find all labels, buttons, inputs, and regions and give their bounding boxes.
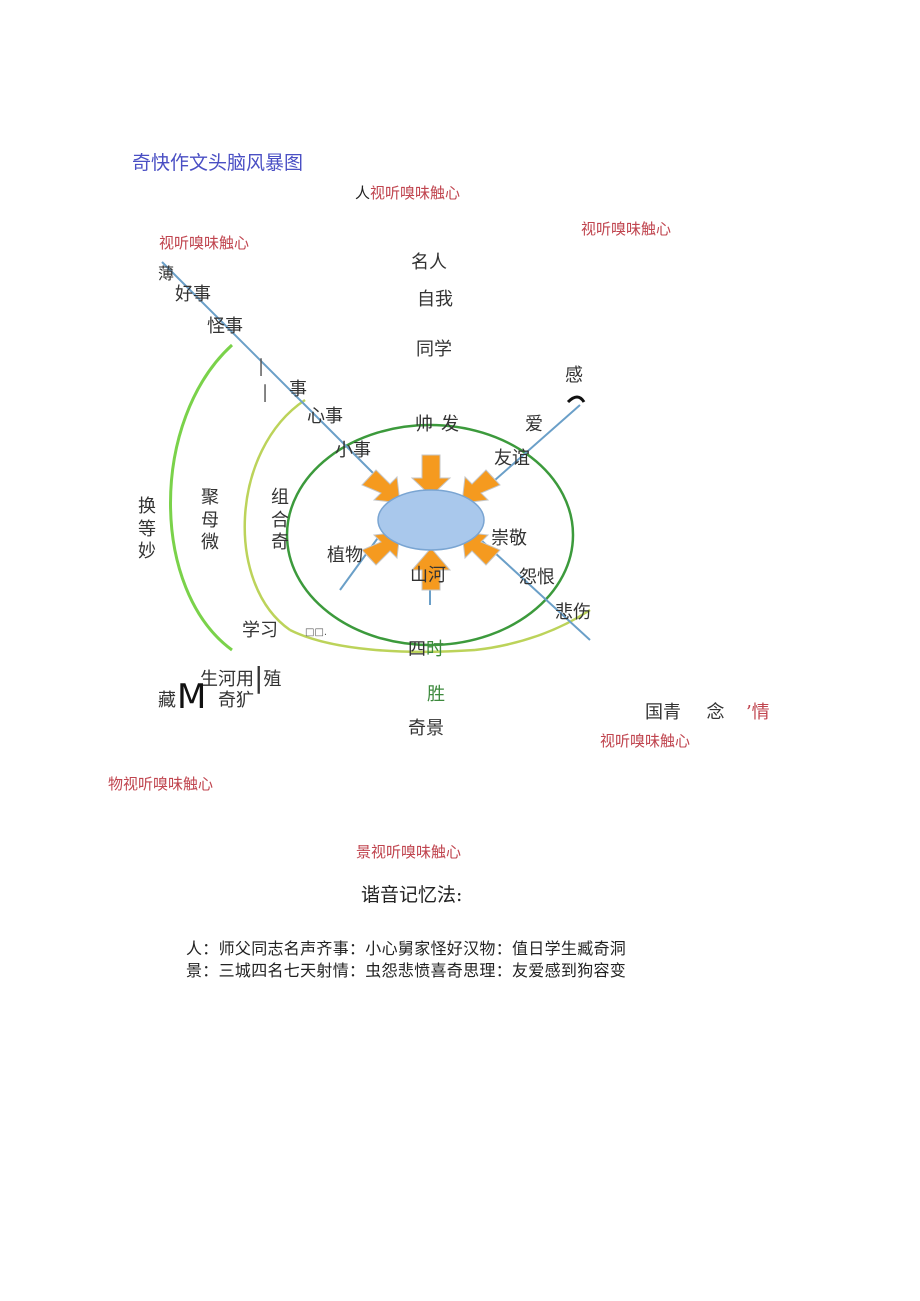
mnemonic-line-2: 景：三城四名七天射情：虫怨悲愤喜奇思理：友爱感到狗容变 [186, 961, 627, 980]
node-plant: 植物 [327, 545, 363, 566]
node-thing: 事 [289, 379, 307, 400]
bottom-left-line1-end: 殖 [263, 669, 282, 690]
mnemonic-heading: 谐音记忆法: [361, 884, 463, 906]
node-famous: 名人 [411, 252, 447, 273]
node-worry: 心事 [307, 406, 343, 427]
mnemonic-line-1: 人：师父同志名声齐事：小心舅家怪好汉物：值日学生臧奇洞 [186, 939, 627, 958]
right-footer-b: 念 [706, 702, 725, 723]
bottom-left-line1: 生河用|殖 [200, 661, 282, 694]
sense-bottom-left: 物视听嗅味触心 [108, 777, 213, 792]
inner-ring [285, 423, 575, 647]
column-gather: 聚母微 [201, 487, 219, 553]
svg-text:|: | [262, 382, 268, 403]
page-title: 奇快作文头脑风暴图 [132, 152, 304, 174]
outer-green-arc [169, 343, 234, 652]
arrow-top [410, 454, 452, 497]
node-classmate: 同学 [416, 339, 452, 360]
middle-yellow-arc-left [243, 398, 306, 632]
node-thin: 薄 [158, 264, 175, 283]
sense-top-left: 视听嗅味触心 [159, 234, 250, 252]
node-friendship: 友谊 [494, 448, 530, 469]
svg-text:|: | [258, 356, 264, 377]
sense-object-prefix: 物 [108, 775, 124, 793]
arrow-down [410, 547, 452, 591]
node-self: 自我 [417, 289, 453, 310]
arrow-upper-right [461, 469, 501, 504]
sense-scene-prefix: 景 [356, 843, 372, 861]
hub-ellipse [377, 489, 485, 551]
sense-person: 人视听嗅味触心 [355, 186, 460, 201]
middle-yellow-arc-bottom [289, 628, 476, 654]
node-love: 爱 [525, 414, 543, 435]
node-study: 学习 [242, 620, 278, 641]
node-scenic: 胜 [427, 684, 445, 705]
node-resentment: 怨恨 [519, 567, 555, 588]
node-respect: 崇敬 [491, 528, 527, 549]
node-season: 时 [426, 639, 444, 660]
sense-top-right: 视听嗅味触心 [581, 220, 672, 238]
node-strange-thing: 怪事 [207, 316, 243, 337]
node-wonder-scene: 奇景 [408, 718, 444, 739]
bottom-left-wild: 奇犷 [218, 690, 254, 711]
node-feel: 感 [565, 365, 583, 386]
node-small-thing: 小事 [335, 440, 371, 461]
right-footer: 国青 念 ’情 [645, 704, 770, 722]
sense-right-bottom: 视听嗅味触心 [600, 732, 691, 750]
node-good-thing: 好事 [175, 284, 211, 305]
column-combine: 组合奇 [271, 487, 289, 553]
node-four-seasons: 四时 [408, 641, 444, 659]
svg-text:□□.: □□. [305, 627, 327, 638]
spoke-lower-left [339, 534, 381, 591]
node-hair: 发 [441, 414, 459, 435]
big-letter-m: M [177, 677, 207, 717]
sense-bottom-center: 景视听嗅味触心 [356, 845, 461, 860]
right-footer-c: ’情 [745, 702, 770, 723]
arrow-upper-left [361, 469, 401, 504]
node-teacher: 帅 [415, 414, 433, 435]
bottom-left-line1-text: 生河用 [200, 669, 254, 690]
sense-person-text: 视听嗅味触心 [370, 184, 461, 202]
column-swap: 换等妙 [138, 496, 156, 562]
middle-yellow-arc-right [474, 608, 591, 652]
bottom-left-hide: 藏 [158, 690, 176, 711]
node-four: 四 [408, 639, 426, 660]
spoke-upper-left [161, 261, 381, 481]
sense-scene-text: 视听嗅味触心 [371, 843, 462, 861]
right-footer-a: 国青 [645, 702, 681, 723]
question-mark [566, 395, 586, 404]
sense-object-text: 视听嗅味触心 [123, 775, 214, 793]
node-mountain-river: 山河 [410, 565, 446, 586]
sense-person-prefix: 人 [355, 184, 371, 202]
node-sadness: 悲伤 [555, 602, 591, 623]
